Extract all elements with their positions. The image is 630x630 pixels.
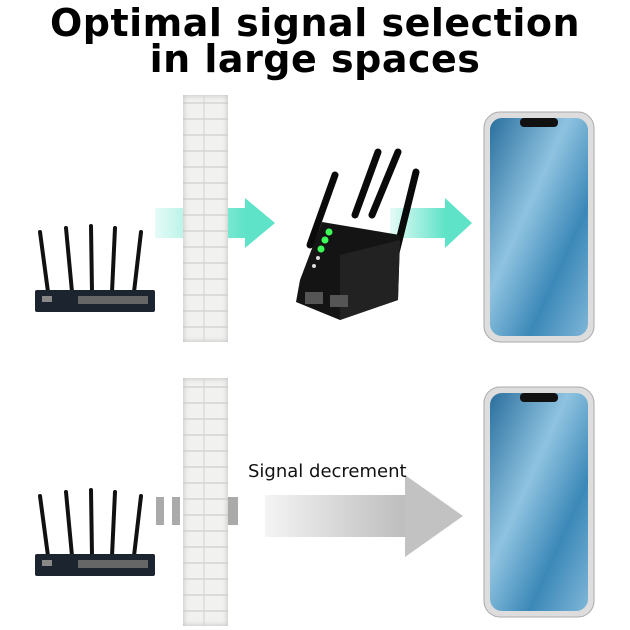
weak-signal-arrow — [265, 475, 463, 557]
signal-arrow-2 — [390, 198, 472, 248]
wifi-repeater-icon — [296, 148, 420, 320]
wall-top — [183, 95, 228, 342]
title-line-1: Optimal signal selection — [49, 1, 581, 45]
smartphone-icon — [483, 111, 595, 343]
smartphone-icon-bottom — [483, 386, 595, 618]
router-icon-bottom — [35, 488, 155, 576]
wall-bottom — [183, 378, 228, 626]
title-line-2: in large spaces — [149, 37, 481, 81]
signal-decrement-label: Signal decrement — [248, 461, 407, 482]
router-icon — [35, 224, 155, 312]
